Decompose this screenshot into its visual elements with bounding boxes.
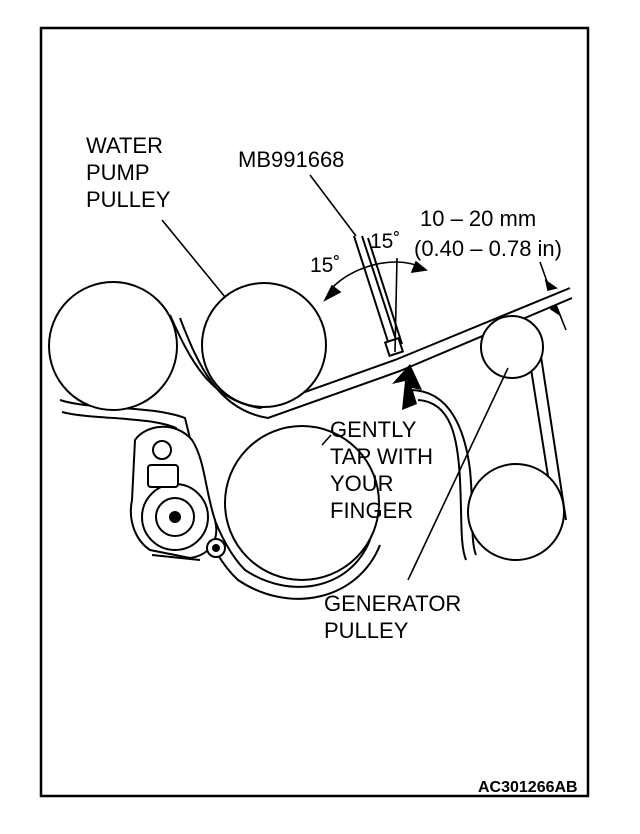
angle-left-label: 15˚ bbox=[310, 254, 341, 277]
leader-lines bbox=[161, 174, 509, 581]
deflection-in-label: (0.40 – 0.78 in) bbox=[414, 236, 562, 261]
belt-tensioner bbox=[130, 425, 226, 561]
figure-frame bbox=[39, 26, 590, 798]
water-pump-pulley bbox=[201, 282, 327, 408]
angle-right-label: 15˚ bbox=[370, 230, 401, 253]
figure-code-label: AC301266AB bbox=[478, 779, 578, 796]
deflection-mm-label: 10 – 20 mm bbox=[420, 206, 537, 231]
idler-pulley-large bbox=[224, 425, 380, 581]
tap-arrow bbox=[392, 364, 422, 410]
tool-label: MB991668 bbox=[238, 147, 345, 172]
water-pump-pulley-label: WATER PUMP PULLEY bbox=[86, 133, 171, 212]
generator-pulley bbox=[480, 315, 544, 379]
lower-pulley bbox=[467, 463, 565, 561]
crankshaft-pulley bbox=[48, 281, 178, 411]
generator-pulley-label: GENERATOR PULLEY bbox=[324, 591, 462, 643]
tap-instruction-label: GENTLY TAP WITH YOUR FINGER bbox=[330, 417, 434, 523]
deflection-dimension bbox=[539, 261, 567, 331]
angle-guides bbox=[323, 257, 428, 353]
